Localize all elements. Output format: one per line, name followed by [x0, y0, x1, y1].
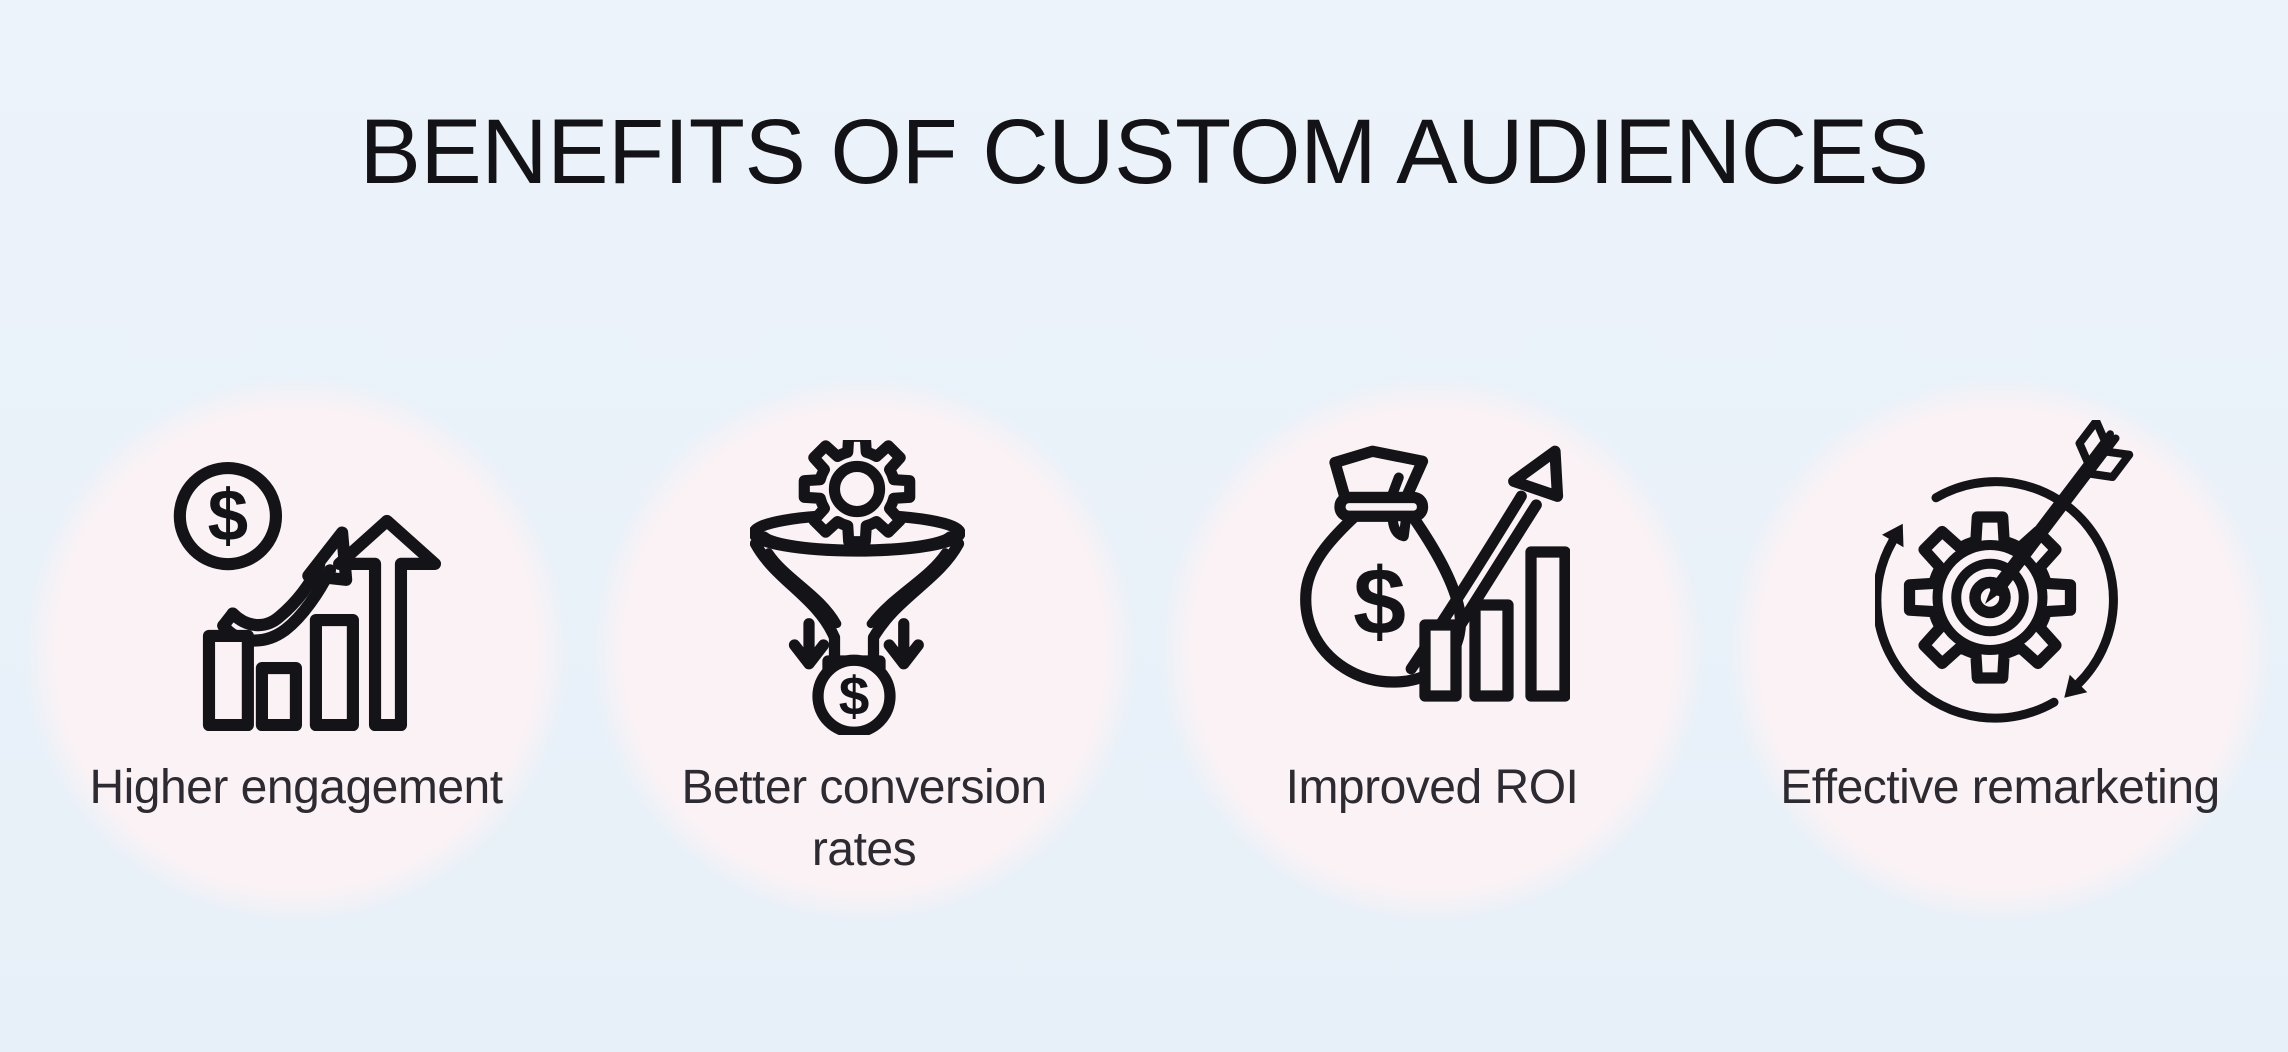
benefit-card-improved-roi: $ Improved ROI — [1158, 376, 1706, 924]
page-title: BENEFITS OF CUSTOM AUDIENCES — [359, 101, 1929, 203]
benefit-label: Better conversion rates — [681, 761, 1047, 876]
engagement-growth-icon: $ — [173, 461, 442, 731]
remarketing-target-icon — [1875, 420, 2134, 723]
benefit-label: Higher engagement — [89, 761, 503, 814]
benefit-label: Improved ROI — [1285, 761, 1579, 814]
dollar-glyph: $ — [208, 476, 249, 557]
benefit-card-effective-remarketing: Effective remarketing — [1726, 376, 2274, 924]
benefit-card-higher-engagement: $ Higher engagement — [22, 376, 570, 924]
dollar-glyph: $ — [1353, 549, 1406, 655]
benefit-label: Effective remarketing — [1780, 761, 2220, 814]
benefit-card-better-conversion: $ Better conversion rates — [590, 376, 1138, 924]
dollar-glyph: $ — [839, 665, 870, 727]
roi-money-bag-icon: $ — [1300, 445, 1570, 702]
conversion-funnel-icon: $ — [750, 440, 965, 735]
